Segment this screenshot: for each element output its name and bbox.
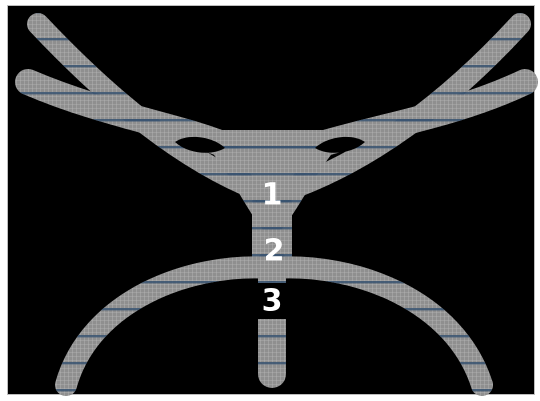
region-2-label: 2 bbox=[264, 234, 285, 269]
region-3-label: 3 bbox=[262, 284, 283, 319]
region-1-label: 1 bbox=[262, 178, 283, 213]
